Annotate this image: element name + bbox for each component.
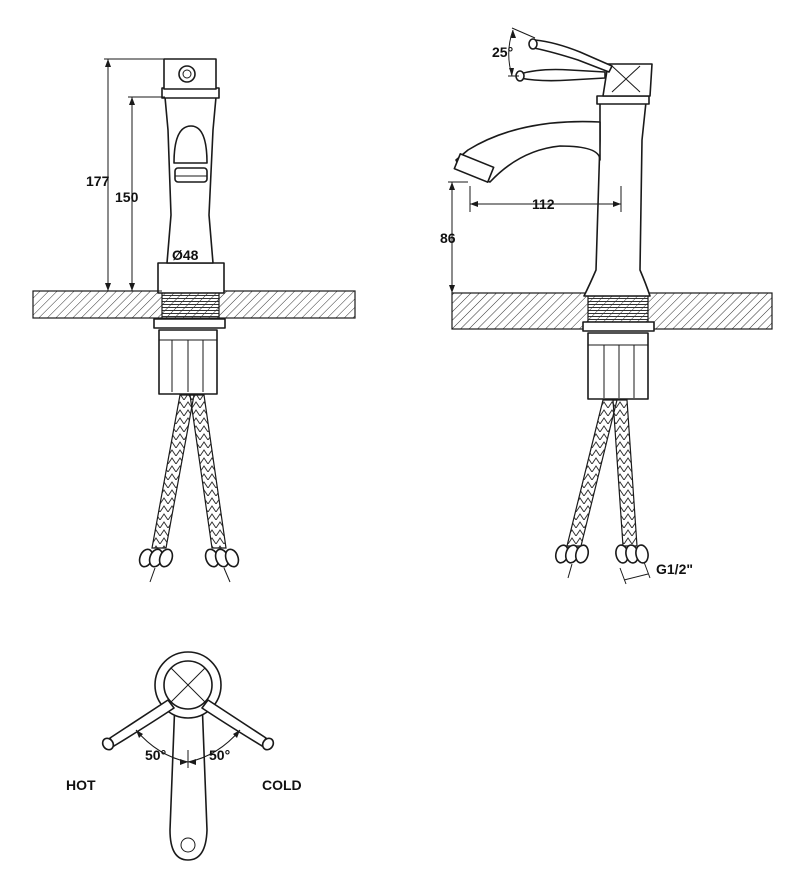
front-hose-end-left	[138, 548, 174, 583]
front-aerator	[174, 167, 208, 183]
side-hose-right	[612, 399, 638, 547]
side-lever-open	[533, 39, 613, 73]
dim-handle-angle	[508, 27, 536, 77]
side-nut	[587, 332, 649, 400]
label-thread-size: G1/2"	[656, 561, 693, 577]
side-view: 25° 112 86 G1/2"	[440, 27, 773, 585]
front-spout	[173, 125, 208, 164]
front-hose-end-right	[204, 548, 240, 583]
label-cold-angle: 50°	[209, 747, 230, 763]
front-handle-pivot	[178, 65, 196, 83]
top-view: 50° 50° HOT COLD	[66, 651, 302, 861]
side-hose-end-right	[615, 544, 649, 564]
side-lever-closed	[519, 68, 606, 82]
front-washer	[153, 318, 226, 329]
front-thread-shank	[161, 291, 220, 321]
top-spout	[169, 699, 208, 861]
label-total-height: 177	[86, 173, 110, 189]
dim-spout-clearance	[448, 181, 468, 293]
top-lever-hot	[109, 699, 175, 747]
label-handle-angle: 25°	[492, 44, 513, 60]
front-view: 177 150 Ø48	[32, 58, 356, 583]
dim-thread-size	[619, 561, 651, 585]
top-lever-cold	[201, 699, 267, 747]
label-spout-clearance: 86	[440, 230, 456, 246]
side-washer	[582, 321, 655, 332]
side-thread-shank	[587, 295, 649, 323]
dim-spout-reach	[469, 186, 622, 212]
side-collar	[596, 95, 650, 105]
front-cap	[163, 58, 217, 90]
dim-cold-angle	[187, 729, 241, 765]
front-hose-right	[189, 394, 227, 549]
side-hose-left	[566, 399, 618, 547]
label-cold: COLD	[262, 777, 302, 793]
label-spout-height: 150	[115, 189, 139, 205]
dim-spout-height	[128, 96, 165, 291]
label-spout-reach: 112	[532, 196, 555, 212]
side-hose-end-left	[554, 544, 590, 579]
dim-total-height	[104, 58, 164, 292]
label-base-diameter: Ø48	[172, 247, 199, 263]
front-base	[157, 262, 225, 294]
front-hose-left	[151, 394, 195, 549]
side-aerator	[453, 153, 495, 183]
label-hot-angle: 50°	[145, 747, 166, 763]
dim-hot-angle	[135, 729, 189, 765]
label-hot: HOT	[66, 777, 96, 793]
